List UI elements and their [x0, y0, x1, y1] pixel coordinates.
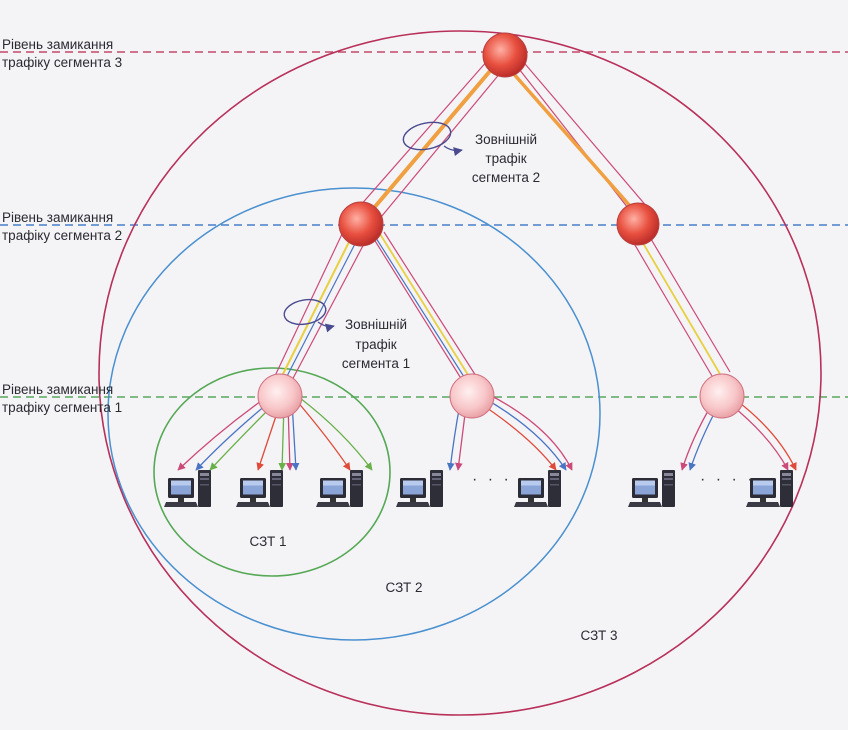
svg-text:Рівень замикання: Рівень замикання [2, 210, 113, 225]
svg-text:трафіку сегмента 1: трафіку сегмента 1 [2, 400, 122, 415]
svg-text:трафіку сегмента 3: трафіку сегмента 3 [2, 55, 122, 70]
svg-text:Зовнішній: Зовнішній [475, 132, 537, 147]
link-l2left-to-l1b [371, 231, 477, 381]
computer-terminal-icon [628, 470, 675, 507]
router-node-icon [482, 32, 528, 78]
svg-text:Рівень замикання: Рівень замикання [2, 382, 113, 397]
links-l1a-to-terminals [177, 395, 373, 471]
svg-text:Рівень замикання: Рівень замикання [2, 37, 113, 52]
level-label-3: Рівень замикання трафіку сегмента 3 [2, 37, 122, 70]
svg-text:трафік: трафік [485, 151, 526, 166]
svg-text:сегмента 2: сегмента 2 [472, 170, 540, 185]
trunk-top-to-left [351, 59, 507, 229]
svg-text:Зовнішній: Зовнішній [345, 317, 407, 332]
external-traffic-1-marker [283, 298, 335, 333]
router-node-icon [699, 373, 745, 419]
svg-text:сегмента 1: сегмента 1 [342, 356, 410, 371]
level-label-1: Рівень замикання трафіку сегмента 1 [2, 382, 122, 415]
szt1-boundary [153, 367, 391, 577]
external-traffic-2-label: Зовнішній трафік сегмента 2 [472, 132, 540, 185]
external-traffic-2-marker [402, 121, 463, 157]
computer-terminal-icon [164, 470, 211, 507]
level-label-2: Рівень замикання трафіку сегмента 2 [2, 210, 122, 243]
ellipsis-terminals-segment2: · · · · [472, 471, 528, 488]
router-node-icon [616, 202, 660, 246]
szt3-boundary [98, 30, 822, 716]
external-traffic-1-label: Зовнішній трафік сегмента 1 [342, 317, 410, 371]
router-node-icon [257, 373, 303, 419]
zone-label-szt2: СЗТ 2 [386, 580, 423, 595]
link-l2right-to-l1c [631, 233, 731, 377]
zone-label-szt3: СЗТ 3 [581, 628, 618, 643]
computer-terminal-icon [236, 470, 283, 507]
ellipsis-terminals-segment3: · · · · [700, 471, 756, 488]
router-node-icon [449, 373, 495, 419]
svg-text:трафік: трафік [355, 337, 396, 352]
computer-terminal-icon [396, 470, 443, 507]
link-l2left-to-l1a [273, 231, 367, 385]
computer-terminal-icon [316, 470, 363, 507]
szt2-boundary [107, 187, 601, 641]
router-node-icon [338, 201, 384, 247]
svg-text:трафіку сегмента 2: трафіку сегмента 2 [2, 228, 122, 243]
trunk-top-to-right [503, 57, 649, 217]
zone-label-szt1: СЗТ 1 [250, 534, 287, 549]
